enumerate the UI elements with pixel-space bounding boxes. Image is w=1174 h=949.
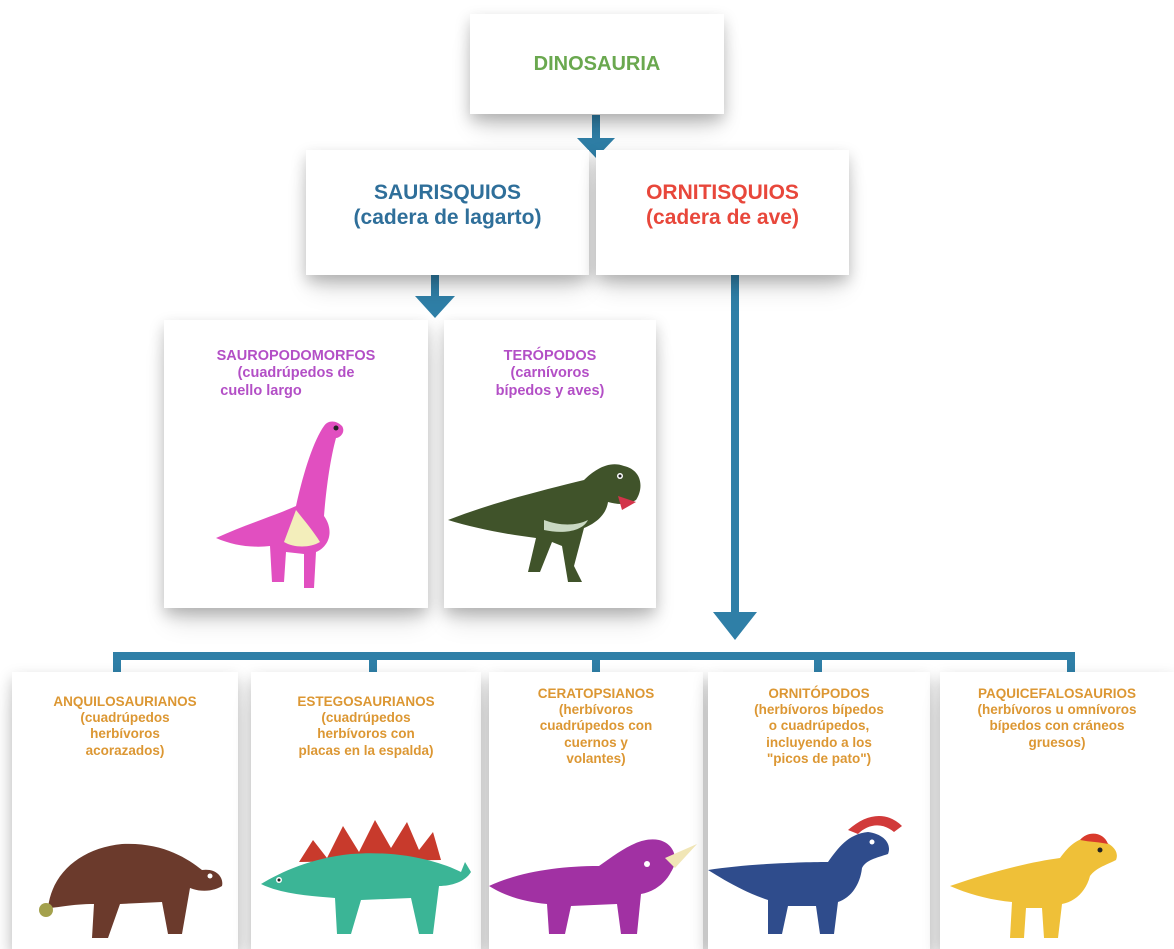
ornitopodos-desc-1: (herbívoros bípedos — [754, 702, 884, 718]
ceratopsianos-desc-4: volantes) — [566, 750, 626, 766]
ornitisquios-label: ORNITISQUIOS (cadera de ave) — [596, 180, 849, 230]
saurisquios-arrowhead — [415, 296, 455, 318]
anquilosaurianos-title: ANQUILOSAURIANOS — [53, 694, 197, 709]
sauropod-dinosaur-icon — [216, 421, 344, 588]
hadrosaur-icon — [708, 815, 902, 934]
saurisquios-subtitle: (cadera de lagarto) — [353, 206, 542, 230]
ornitisquios-subtitle: (cadera de ave) — [646, 206, 799, 230]
saurisquios-title: SAURISQUIOS — [373, 181, 522, 204]
estegosaurianos-desc-2: herbívoros con — [317, 726, 415, 742]
anquilosaurianos-label: ANQUILOSAURIANOS (cuadrúpedos herbívoros… — [12, 694, 238, 759]
sauropodomorfos-card: SAUROPODOMORFOS (cuadrúpedos de cuello l… — [164, 320, 428, 608]
anquilosaurianos-desc-1: (cuadrúpedos — [80, 710, 170, 726]
ceratopsianos-desc-3: cuernos y — [564, 734, 628, 750]
ornitopodos-desc-3: incluyendo a los — [766, 734, 872, 750]
sauropodomorfos-desc-2: cuello largo — [220, 382, 302, 399]
ceratopsianos-label: CERATOPSIANOS (herbívoros cuadrúpedos co… — [489, 686, 703, 767]
paquicefalosaurios-desc-1: (herbívoros u omnívoros — [977, 702, 1137, 718]
teropodos-desc-2: bípedos y aves) — [495, 382, 605, 399]
paquicefalosaurios-label: PAQUICEFALOSAURIOS (herbívoros u omnívor… — [940, 686, 1174, 751]
sauropodomorfos-label: SAUROPODOMORFOS (cuadrúpedos de cuello l… — [164, 348, 428, 400]
sauropodomorfos-title: SAUROPODOMORFOS — [216, 348, 376, 364]
ceratopsianos-desc-2: cuadrúpedos con — [539, 718, 653, 734]
root-arrowhead — [577, 138, 615, 158]
paquicefalosaurios-desc-3: gruesos) — [1028, 734, 1086, 750]
ornitisquios-card: ORNITISQUIOS (cadera de ave) — [596, 150, 849, 275]
estegosaurianos-desc-1: (cuadrúpedos — [321, 710, 411, 726]
teropodos-desc-1: (carnívoros — [510, 365, 590, 382]
estegosaurianos-title: ESTEGOSAURIANOS — [297, 694, 435, 709]
sauropodomorfos-desc-1: (cuadrúpedos de — [237, 365, 355, 382]
dinosauria-title: DINOSAURIA — [533, 53, 661, 75]
pachycephalosaur-icon — [950, 833, 1117, 938]
ornitopodos-desc-2: o cuadrúpedos, — [768, 718, 870, 734]
paquicefalosaurios-title: PAQUICEFALOSAURIOS — [977, 686, 1136, 701]
ornitopodos-label: ORNITÓPODOS (herbívoros bípedos o cuadrú… — [708, 686, 930, 767]
ceratopsianos-desc-1: (herbívoros — [558, 702, 634, 718]
group-card-ceratopsianos: CERATOPSIANOS (herbívoros cuadrúpedos co… — [489, 672, 703, 949]
group-card-anquilosaurianos: ANQUILOSAURIANOS (cuadrúpedos herbívoros… — [12, 672, 238, 949]
saurisquios-card: SAURISQUIOS (cadera de lagarto) — [306, 150, 589, 275]
ornitopodos-title: ORNITÓPODOS — [768, 686, 870, 701]
teropodos-card: TERÓPODOS (carnívoros bípedos y aves) — [444, 320, 656, 608]
dinosauria-card: DINOSAURIA — [470, 14, 724, 114]
paquicefalosaurios-desc-2: bípedos con cráneos — [989, 718, 1125, 734]
group-card-estegosaurianos: ESTEGOSAURIANOS (cuadrúpedos herbívoros … — [251, 672, 481, 949]
theropod-dinosaur-icon — [448, 464, 641, 582]
group-card-paquicefalosaurios: PAQUICEFALOSAURIOS (herbívoros u omnívor… — [940, 672, 1174, 949]
group-card-ornitopodos: ORNITÓPODOS (herbívoros bípedos o cuadrú… — [708, 672, 930, 949]
teropodos-title: TERÓPODOS — [503, 348, 597, 364]
anquilosaurianos-desc-3: acorazados) — [85, 742, 165, 758]
stegosaur-icon — [261, 820, 471, 934]
ornitopodos-desc-4: "picos de pato") — [766, 750, 872, 766]
saurisquios-label: SAURISQUIOS (cadera de lagarto) — [306, 180, 589, 230]
ornitisquios-arrowhead — [713, 612, 757, 640]
ceratopsianos-title: CERATOPSIANOS — [537, 686, 655, 701]
ornitisquios-title: ORNITISQUIOS — [646, 181, 799, 204]
triceratops-icon — [489, 839, 697, 934]
estegosaurianos-label: ESTEGOSAURIANOS (cuadrúpedos herbívoros … — [251, 694, 481, 759]
anquilosaurianos-desc-2: herbívoros — [90, 726, 160, 742]
teropodos-label: TERÓPODOS (carnívoros bípedos y aves) — [444, 348, 656, 400]
ankylosaur-icon — [39, 843, 223, 938]
estegosaurianos-desc-3: placas en la espalda) — [298, 742, 434, 758]
